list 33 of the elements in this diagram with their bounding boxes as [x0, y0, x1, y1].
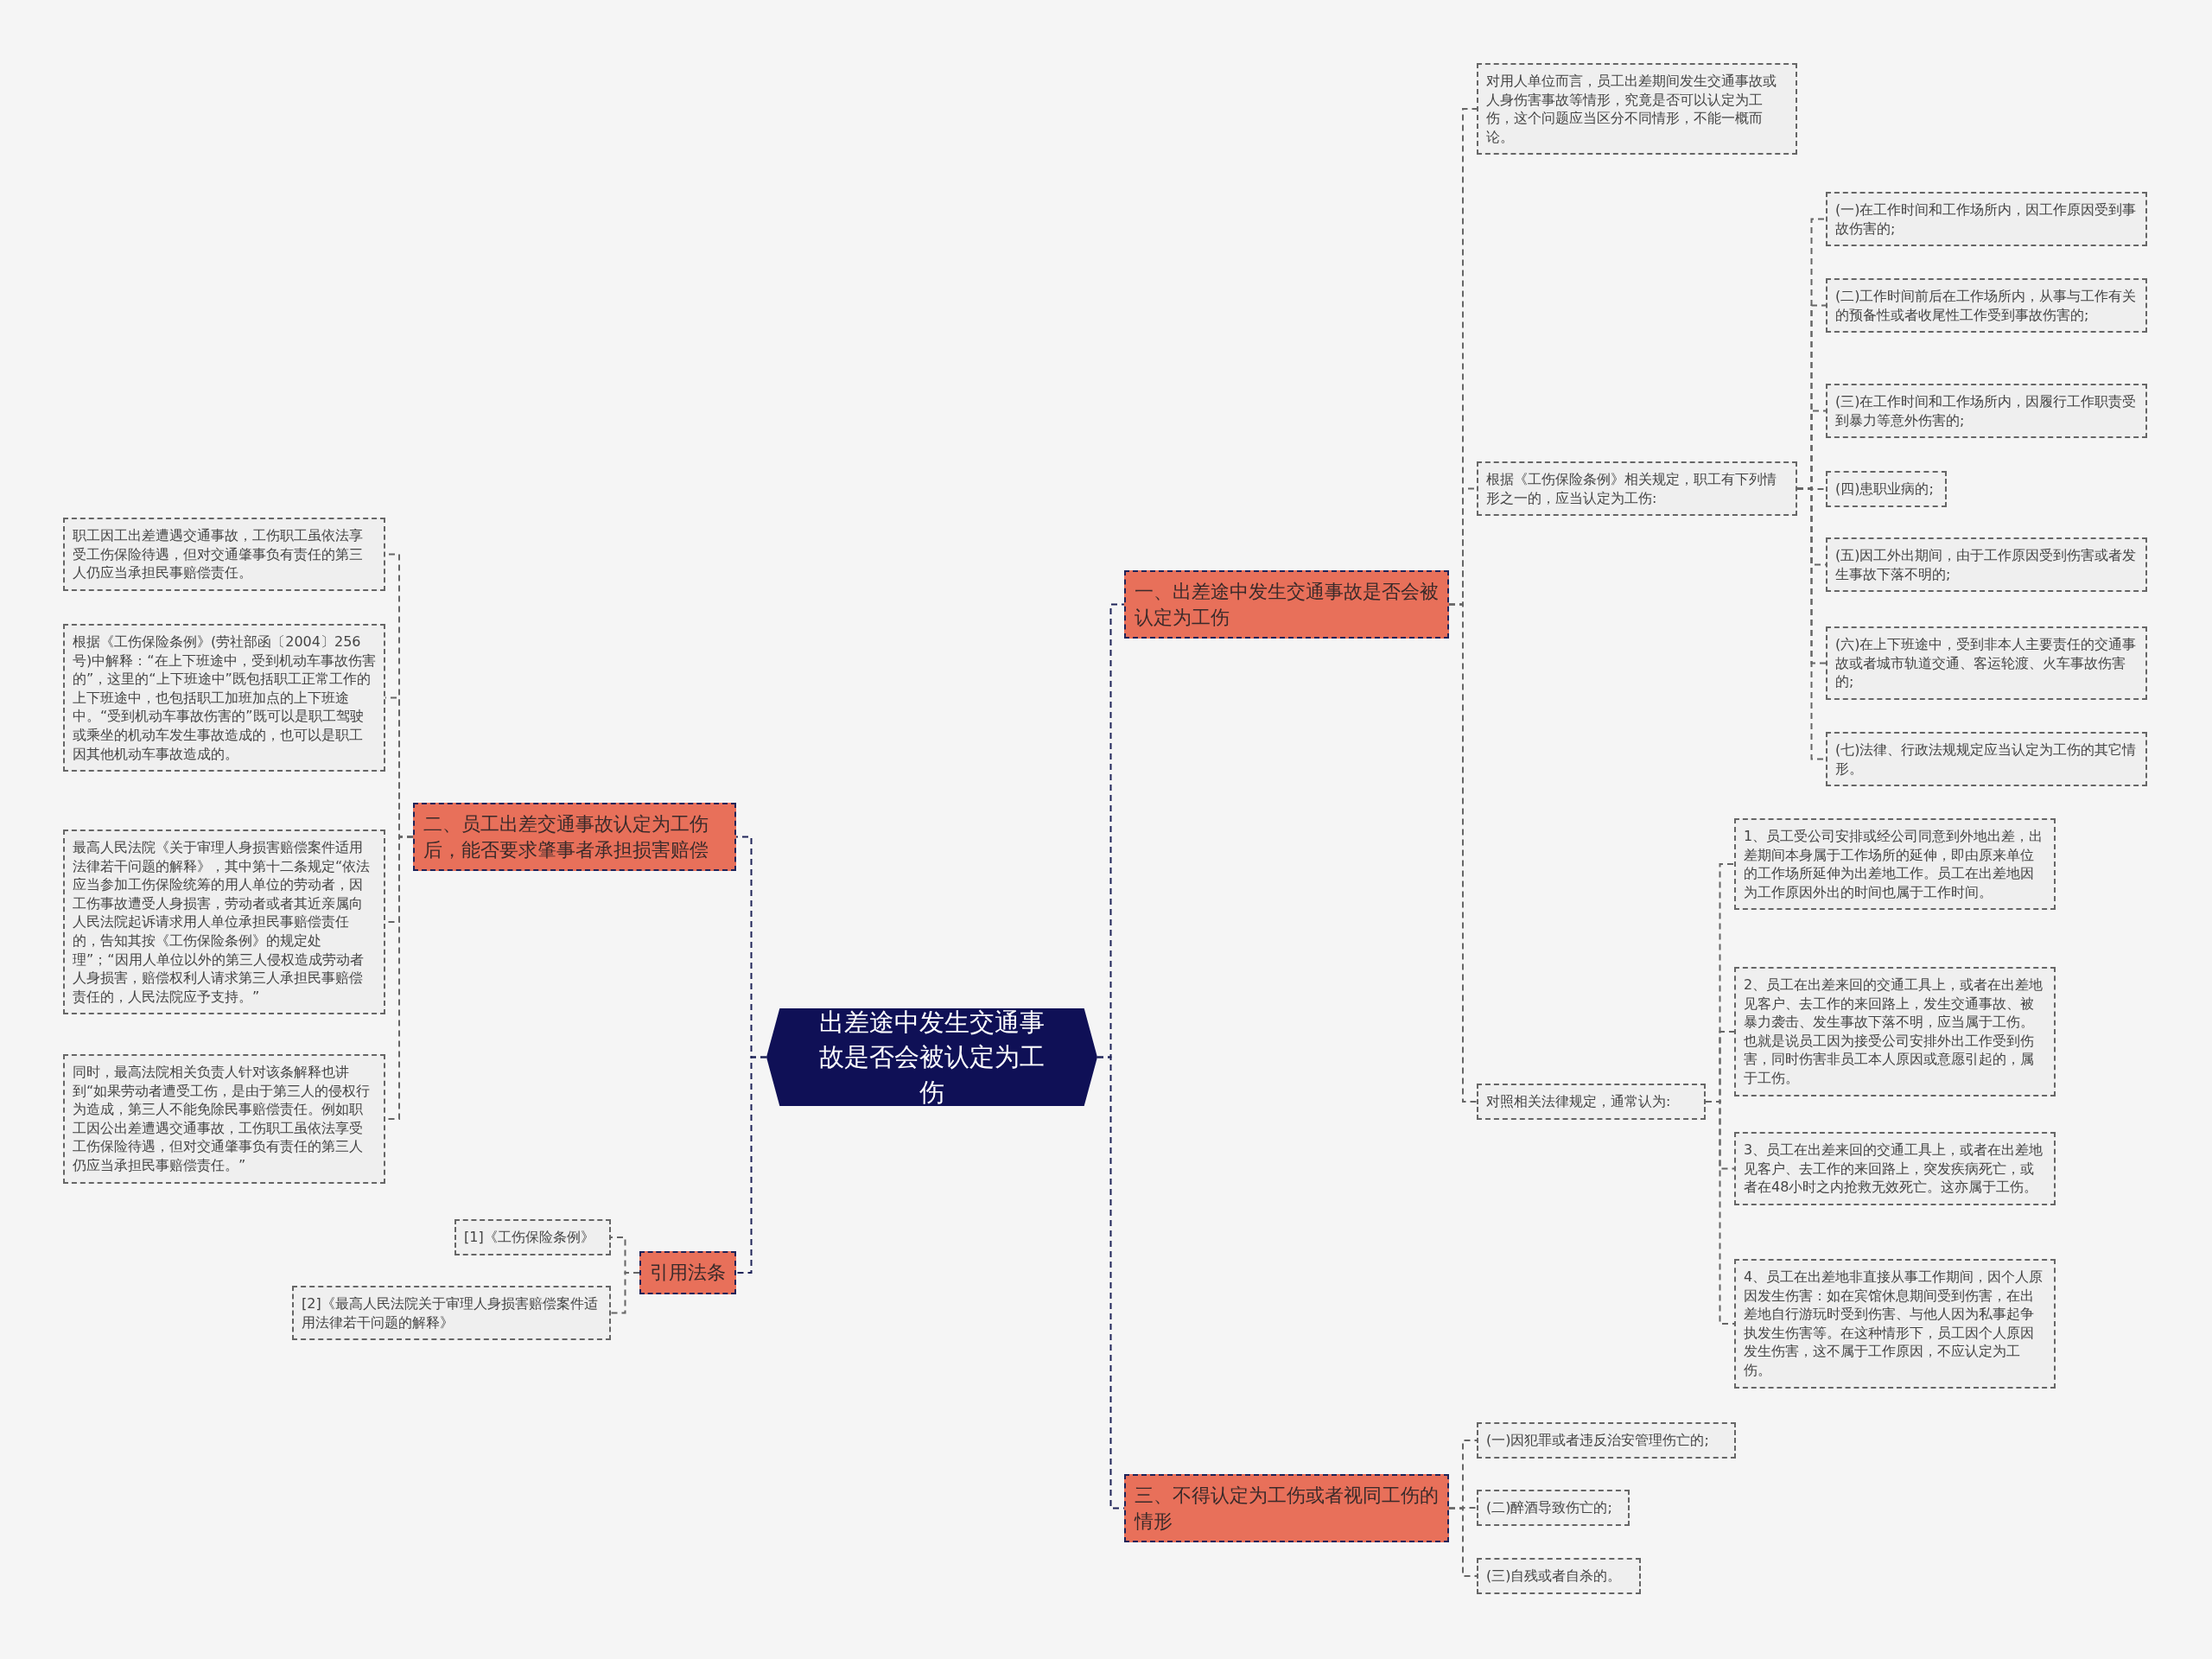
topic-box: 引用法条	[639, 1251, 736, 1294]
note-box: 1、员工受公司安排或经公司同意到外地出差，出差期间本身属于工作场所的延伸，即由原来单位的工作场所延伸为出差地工作。员工在出差地因为工作原因外出的时间也属于工作时间。	[1734, 818, 2056, 911]
note-box: (六)在上下班途中，受到非本人主要责任的交通事故或者城市轨道交通、客运轮渡、火车事故伤害的;	[1826, 626, 2147, 700]
note-box: (四)患职业病的;	[1826, 471, 1947, 507]
connector-line	[1448, 603, 1478, 1103]
note-box: 根据《工伤保险条例》相关规定，职工有下列情形之一的，应当认定为工伤:	[1477, 461, 1797, 517]
note-box: 职工因工出差遭遇交通事故，工伤职工虽依法享受工伤保险待遇，但对交通肇事负有责任的第三人仍应当承担民事赔偿责任。	[63, 518, 385, 591]
connector-line	[1705, 1101, 1735, 1325]
note-box: (一)在工作时间和工作场所内，因工作原因受到事故伤害的;	[1826, 192, 2147, 247]
note-box: (七)法律、行政法规规定应当认定为工伤的其它情形。	[1826, 732, 2147, 787]
note-box: (三)自残或者自杀的。	[1477, 1558, 1641, 1594]
note-box: 同时，最高法院相关负责人针对该条解释也讲到“如果劳动者遭受工伤，是由于第三人的侵权行为造成，第三人不能免除民事赔偿责任。例如职工因公出差遭遇交通事故，工伤职工虽依法享受工伤保险待遇，但对交通肇事负有责任的第三人仍应当承担民事赔偿责任。”	[63, 1054, 385, 1184]
note-box: (二)工作时间前后在工作场所内，从事与工作有关的预备性或者收尾性工作受到事故伤害的;	[1826, 278, 2147, 334]
note-box: 对照相关法律规定，通常认为:	[1477, 1084, 1706, 1120]
topic-box: 三、不得认定为工伤或者视同工伤的情形	[1124, 1474, 1449, 1543]
note-box: 4、员工在出差地非直接从事工作期间，因个人原因发生伤害：如在宾馆休息期间受到伤害，在出差地自行游玩时受到伤害、与他人因为私事起争执发生伤害等。在这种情形下，员工因个人原因发生伤害，这不属于工作原因，不应认定为工伤。	[1734, 1259, 2056, 1389]
note-box: [2]《最高人民法院关于审理人身损害赔偿案件适用法律若干问题的解释》	[292, 1286, 611, 1341]
note-box: 根据《工伤保险条例》(劳社部函〔2004〕256号)中解释：“在上下班途中，受到机动车事故伤害的”，这里的“上下班途中”既包括职工正常工作的上下班途中，也包括职工加班加点的上下班途中。“受到机动车事故伤害的”既可以是职工驾驶或乘坐的机动车发生事故造成的，也可以是职工因其他机动车事故造成的。	[63, 624, 385, 772]
note-box: 最高人民法院《关于审理人身损害赔偿案件适用法律若干问题的解释》，其中第十二条规定“依法应当参加工伤保险统筹的用人单位的劳动者，因工伤事故遭受人身损害，劳动者或者其近亲属向人民法院起诉请求用人单位承担民事赔偿责任的，告知其按《工伤保险条例》的规定处理”；“因用人单位以外的第三人侵权造成劳动者人身损害，赔偿权利人请求第三人承担民事赔偿责任的，人民法院应予支持。”	[63, 830, 385, 1015]
note-box: (三)在工作时间和工作场所内，因履行工作职责受到暴力等意外伤害的;	[1826, 384, 2147, 439]
note-box: (二)醉酒导致伤亡的;	[1477, 1490, 1630, 1526]
connector-line	[610, 1272, 640, 1314]
note-box: 2、员工在出差来回的交通工具上，或者在出差地见客户、去工作的来回路上，发生交通事故、被暴力袭击、发生事故下落不明，应当属于工伤。也就是说员工因为接受公司安排外出工作受到伤害，同时伤害非员工本人原因或意愿引起的，属于工伤。	[1734, 967, 2056, 1096]
connector-line	[1448, 1507, 1478, 1577]
topic-box: 二、员工出差交通事故认定为工伤后，能否要求肇事者承担损害赔偿	[413, 803, 736, 872]
connector-line	[735, 1056, 767, 1274]
note-box: (一)因犯罪或者违反治安管理伤亡的;	[1477, 1422, 1736, 1459]
topic-box: 一、出差途中发生交通事故是否会被认定为工伤	[1124, 570, 1449, 639]
central-topic-hexagon: 出差途中发生交通事故是否会被认定为工伤	[766, 1008, 1097, 1106]
note-box: 3、员工在出差来回的交通工具上，或者在出差地见客户、去工作的来回路上，突发疾病死亡，或者在48小时之内抢救无效死亡。这亦属于工伤。	[1734, 1132, 2056, 1205]
note-box: 对用人单位而言，员工出差期间发生交通事故或人身伤害事故等情形，究竟是否可以认定为工伤，这个问题应当区分不同情形，不能一概而论。	[1477, 63, 1797, 156]
note-box: (五)因工外出期间，由于工作原因受到伤害或者发生事故下落不明的;	[1826, 537, 2147, 593]
note-box: [1]《工伤保险条例》	[454, 1219, 611, 1255]
